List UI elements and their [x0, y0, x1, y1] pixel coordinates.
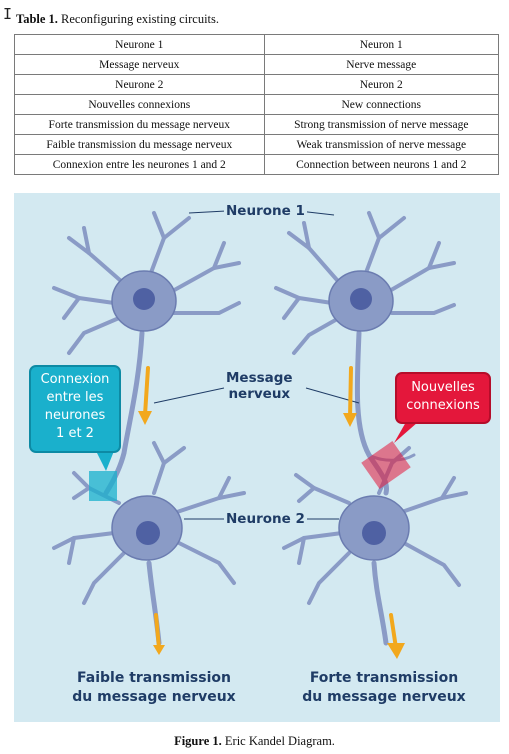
right-neuron1-dendrites	[274, 211, 456, 355]
left-neuron1-dendrites	[52, 211, 241, 355]
table-row: Forte transmission du message nerveux St…	[14, 114, 500, 135]
table-cell-en: Connection between neurons 1 and 2	[263, 154, 500, 175]
synapse-highlight-left	[89, 471, 117, 501]
table-cell-fr: Neurone 2	[14, 74, 265, 95]
table-cell-en: Neuron 2	[263, 74, 500, 95]
table-caption-label: Table 1.	[16, 12, 58, 26]
faible-line2: du message nerveux	[72, 689, 236, 705]
message-nerveux-label: Message nerveux	[226, 370, 293, 402]
table-row: Message nerveux Nerve message	[14, 54, 500, 75]
neurone2-label: Neurone 2	[224, 511, 307, 527]
table-cell-fr: Connexion entre les neurones 1 and 2	[14, 154, 265, 175]
connexion-line: Connexion	[40, 372, 110, 387]
table-caption: Table 1. Reconfiguring existing circuits…	[16, 12, 219, 27]
synapse-highlight-right	[361, 440, 411, 490]
faible-line1: Faible transmission	[77, 670, 231, 686]
right-neuron2-nucleus	[362, 521, 386, 545]
forte-line1: Forte transmission	[309, 670, 459, 686]
arrow-message-left	[143, 366, 150, 417]
nouvelles-connexions-box: Nouvelles connexions	[395, 372, 491, 424]
right-neuron1-nucleus	[350, 288, 372, 310]
table-row: Neurone 2 Neuron 2	[14, 74, 500, 95]
table-cell-fr: Nouvelles connexions	[14, 94, 265, 115]
message-label-line1: Message	[226, 370, 293, 386]
nouvelles-box-tail	[394, 422, 418, 443]
figure-caption-text: Eric Kandel Diagram.	[221, 734, 335, 748]
nouvelles-line: connexions	[406, 398, 480, 413]
arrow-output-right	[389, 613, 398, 650]
arrowhead-output-left	[153, 645, 165, 655]
table-cell-fr: Forte transmission du message nerveux	[14, 114, 265, 135]
neuron-illustration	[52, 210, 468, 659]
arrow-output-left	[154, 613, 161, 650]
table-row: Nouvelles connexions New connections	[14, 94, 500, 115]
table-row: Neurone 1 Neuron 1	[14, 34, 500, 55]
message-label-line2: nerveux	[228, 386, 291, 402]
neurone1-label: Neurone 1	[224, 203, 307, 219]
table-cell-en: Neuron 1	[263, 34, 500, 55]
left-neuron2-nucleus	[136, 521, 160, 545]
table-row: Faible transmission du message nerveux W…	[14, 134, 500, 155]
message-pointer-left	[153, 387, 225, 404]
connexion-line: entre les	[46, 390, 104, 405]
table-cell-fr: Neurone 1	[14, 34, 265, 55]
figure-caption: Figure 1. Eric Kandel Diagram.	[0, 734, 509, 749]
arrowhead-output-right	[387, 643, 405, 659]
table-cell-en: Nerve message	[263, 54, 500, 75]
nouvelles-line: Nouvelles	[411, 380, 475, 395]
table-cell-en: Weak transmission of nerve message	[263, 134, 500, 155]
table-cell-fr: Message nerveux	[14, 54, 265, 75]
connexion-box-tail	[96, 451, 114, 471]
arrow-message-right	[348, 366, 353, 420]
forte-line2: du message nerveux	[302, 689, 466, 705]
faible-transmission-label: Faible transmission du message nerveux	[54, 669, 254, 707]
table-cell-fr: Faible transmission du message nerveux	[14, 134, 265, 155]
arrowhead-message-left	[138, 411, 152, 425]
figure-caption-label: Figure 1.	[174, 734, 222, 748]
neurone1-pointer-left	[188, 210, 227, 214]
table-cell-en: New connections	[263, 94, 500, 115]
connexion-line: neurones	[44, 408, 106, 423]
table-caption-text: Reconfiguring existing circuits.	[57, 12, 219, 26]
neuron-diagram: Neurone 1 Neurone 2 Message nerveux Conn…	[14, 193, 500, 722]
translation-table: Neurone 1 Neuron 1 Message nerveux Nerve…	[14, 34, 500, 175]
table-cell-en: Strong transmission of nerve message	[263, 114, 500, 135]
table-row: Connexion entre les neurones 1 and 2 Con…	[14, 154, 500, 175]
text-cursor-icon: I	[3, 5, 13, 23]
forte-transmission-label: Forte transmission du message nerveux	[284, 669, 484, 707]
connexion-box: Connexion entre les neurones 1 et 2	[29, 365, 121, 453]
connexion-line: 1 et 2	[56, 426, 94, 441]
left-neuron1-nucleus	[133, 288, 155, 310]
right-neuron2-axon	[371, 560, 389, 646]
arrowhead-message-right	[343, 413, 357, 427]
